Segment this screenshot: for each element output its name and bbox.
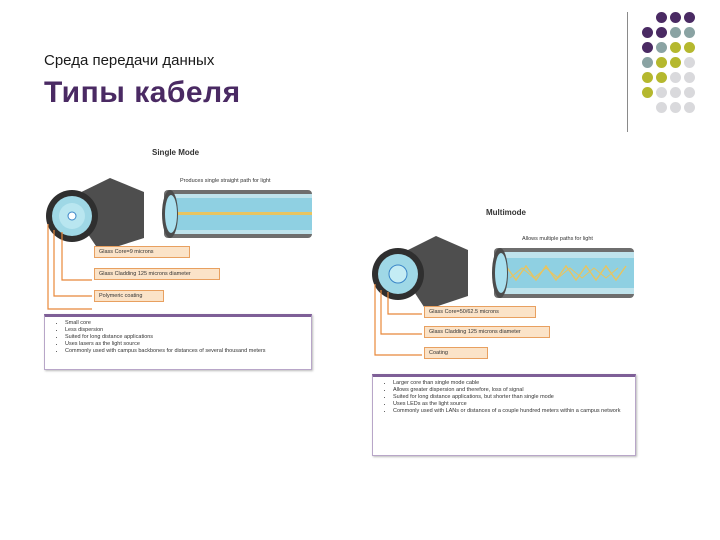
multimode-bullet-item: Uses LEDs as the light source: [393, 401, 629, 408]
decor-dot-grid: [0, 0, 720, 140]
multimode-bullet-item: Allows greater dispersion and therefore,…: [393, 387, 629, 394]
decor-dot: [670, 57, 681, 68]
decor-dot: [670, 72, 681, 83]
multi-cladding-label: Glass Cladding 125 microns diameter: [424, 326, 550, 338]
decor-dot: [670, 12, 681, 23]
decor-dot: [684, 102, 695, 113]
multi-light-path: [505, 264, 627, 282]
slide-title: Типы кабеля: [44, 76, 241, 109]
single-core-label: Glass Core=9 microns: [94, 246, 190, 258]
decor-dot: [642, 27, 653, 38]
slide-subtitle: Среда передачи данных: [44, 52, 215, 69]
multimode-cable-illustration: [372, 236, 634, 356]
decor-divider: [627, 12, 628, 132]
decor-dot: [656, 27, 667, 38]
decor-dot: [684, 87, 695, 98]
multi-coating-label: Coating: [424, 347, 488, 359]
single-mode-bullet-item: Commonly used with campus backbones for …: [65, 348, 305, 355]
decor-dot: [684, 12, 695, 23]
multimode-bullet-item: Larger core than single mode cable: [393, 380, 629, 387]
single-mode-bullet-item: Small core: [65, 320, 305, 327]
decor-dot: [656, 72, 667, 83]
decor-dot: [642, 72, 653, 83]
decor-dot: [670, 42, 681, 53]
decor-dot: [670, 87, 681, 98]
decor-dot: [656, 12, 667, 23]
single-mode-cable-illustration: [46, 178, 312, 310]
single-mode-bullets: Small coreLess dispersionSuited for long…: [44, 314, 312, 370]
single-mode-title: Single Mode: [152, 148, 200, 157]
decor-dot: [684, 27, 695, 38]
multi-core-label: Glass Core=50/62.5 microns: [424, 306, 536, 318]
decor-dot: [642, 42, 653, 53]
decor-dot: [642, 57, 653, 68]
multimode-bullet-item: Commonly used with LANs or distances of …: [393, 408, 629, 415]
multimode-bullet-item: Suited for long distance applications, b…: [393, 394, 629, 401]
single-cladding-label: Glass Cladding 125 microns diameter: [94, 268, 220, 280]
decor-dot: [656, 57, 667, 68]
single-light-path: [168, 212, 312, 215]
decor-dot: [656, 87, 667, 98]
single-coating-label: Polymeric coating: [94, 290, 164, 302]
decor-dot: [670, 102, 681, 113]
multimode-figure: Multimode Allows multiple paths for ligh…: [370, 200, 640, 370]
decor-dot: [656, 102, 667, 113]
single-mode-bullet-item: Suited for long distance applications: [65, 334, 305, 341]
single-mode-bullet-item: Less dispersion: [65, 327, 305, 334]
multimode-title: Multimode: [486, 208, 526, 217]
decor-dot: [656, 42, 667, 53]
single-mode-bullet-item: Uses lasers as the light source: [65, 341, 305, 348]
decor-dot: [642, 87, 653, 98]
decor-dot: [684, 42, 695, 53]
decor-dot: [684, 57, 695, 68]
multi-light-path-2: [509, 267, 619, 279]
multimode-bullets: Larger core than single mode cableAllows…: [372, 374, 636, 456]
single-mode-caption: Produces single straight path for light: [180, 178, 271, 184]
single-mode-figure: Single Mode Produces single straight pat…: [40, 140, 320, 310]
decor-dot: [684, 72, 695, 83]
multimode-caption: Allows multiple paths for light: [522, 236, 593, 242]
decor-dot: [670, 27, 681, 38]
